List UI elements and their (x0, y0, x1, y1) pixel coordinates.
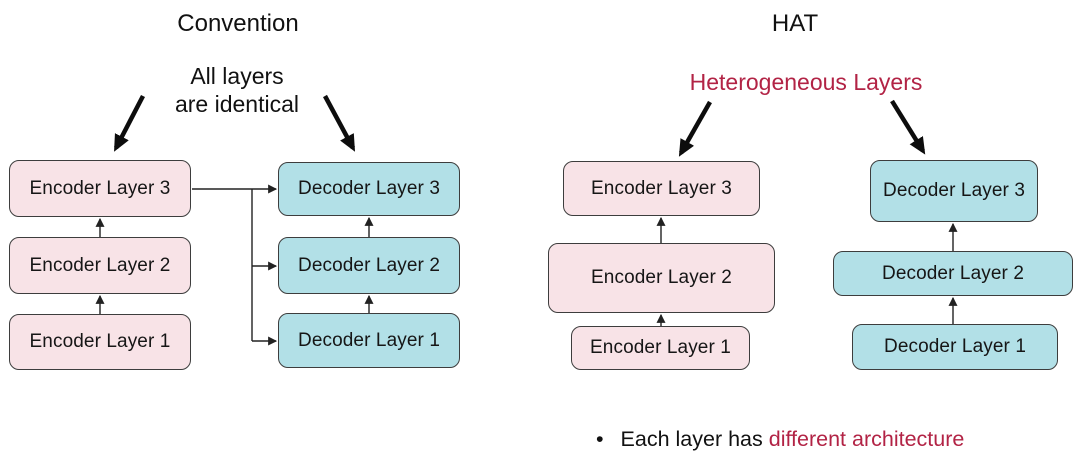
hat-decoder-layer-2-box: Decoder Layer 2 (833, 251, 1073, 296)
convention-encoder-layer-3-box: Encoder Layer 3 (9, 160, 191, 217)
convention-annotation-line-2: are identical (174, 91, 300, 117)
hat-stack-arrows (656, 216, 958, 326)
hat-annotation: Heterogeneous Layers (689, 69, 923, 95)
hat-decoder-layer-1-box: Decoder Layer 1 (852, 324, 1058, 370)
hat-arrow-to-encoder (678, 100, 712, 157)
hat-encoder-layer-1-box: Encoder Layer 1 (571, 326, 750, 370)
hat-decoder-layer-3-box: Decoder Layer 3 (870, 160, 1038, 222)
bullet-text-highlight: different architecture (768, 427, 965, 451)
convention-annotation: All layers are identical (112, 62, 362, 118)
bullet-icon: • (596, 427, 604, 451)
hat-arrow-to-decoder (890, 99, 926, 155)
convention-decoder-layer-2-box: Decoder Layer 2 (278, 237, 460, 294)
convention-encoder-layer-2-box: Encoder Layer 2 (9, 237, 191, 294)
convention-title: Convention (177, 10, 299, 37)
convention-annotation-arrows (114, 94, 356, 152)
hat-encoder-layer-2-box: Encoder Layer 2 (548, 243, 775, 313)
bullet-text-prefix: Each layer has (620, 427, 769, 451)
convention-stack-arrows (95, 216, 374, 314)
convention-arrow-to-encoder (114, 94, 145, 152)
convention-decoder-layer-3-box: Decoder Layer 3 (278, 162, 460, 216)
convention-arrow-to-decoder (323, 94, 356, 152)
hat-encoder-layer-3-box: Encoder Layer 3 (563, 161, 760, 216)
convention-decoder-layer-1-box: Decoder Layer 1 (278, 313, 460, 368)
convention-annotation-line-1: All layers (190, 63, 284, 89)
bullet-note: • Each layer has different architecture (596, 427, 964, 452)
hat-annotation-arrows (678, 99, 926, 157)
convention-encoder-layer-1-box: Encoder Layer 1 (9, 314, 191, 370)
convention-encoder-decoder-links (192, 184, 278, 346)
hat-title: HAT (771, 10, 819, 37)
